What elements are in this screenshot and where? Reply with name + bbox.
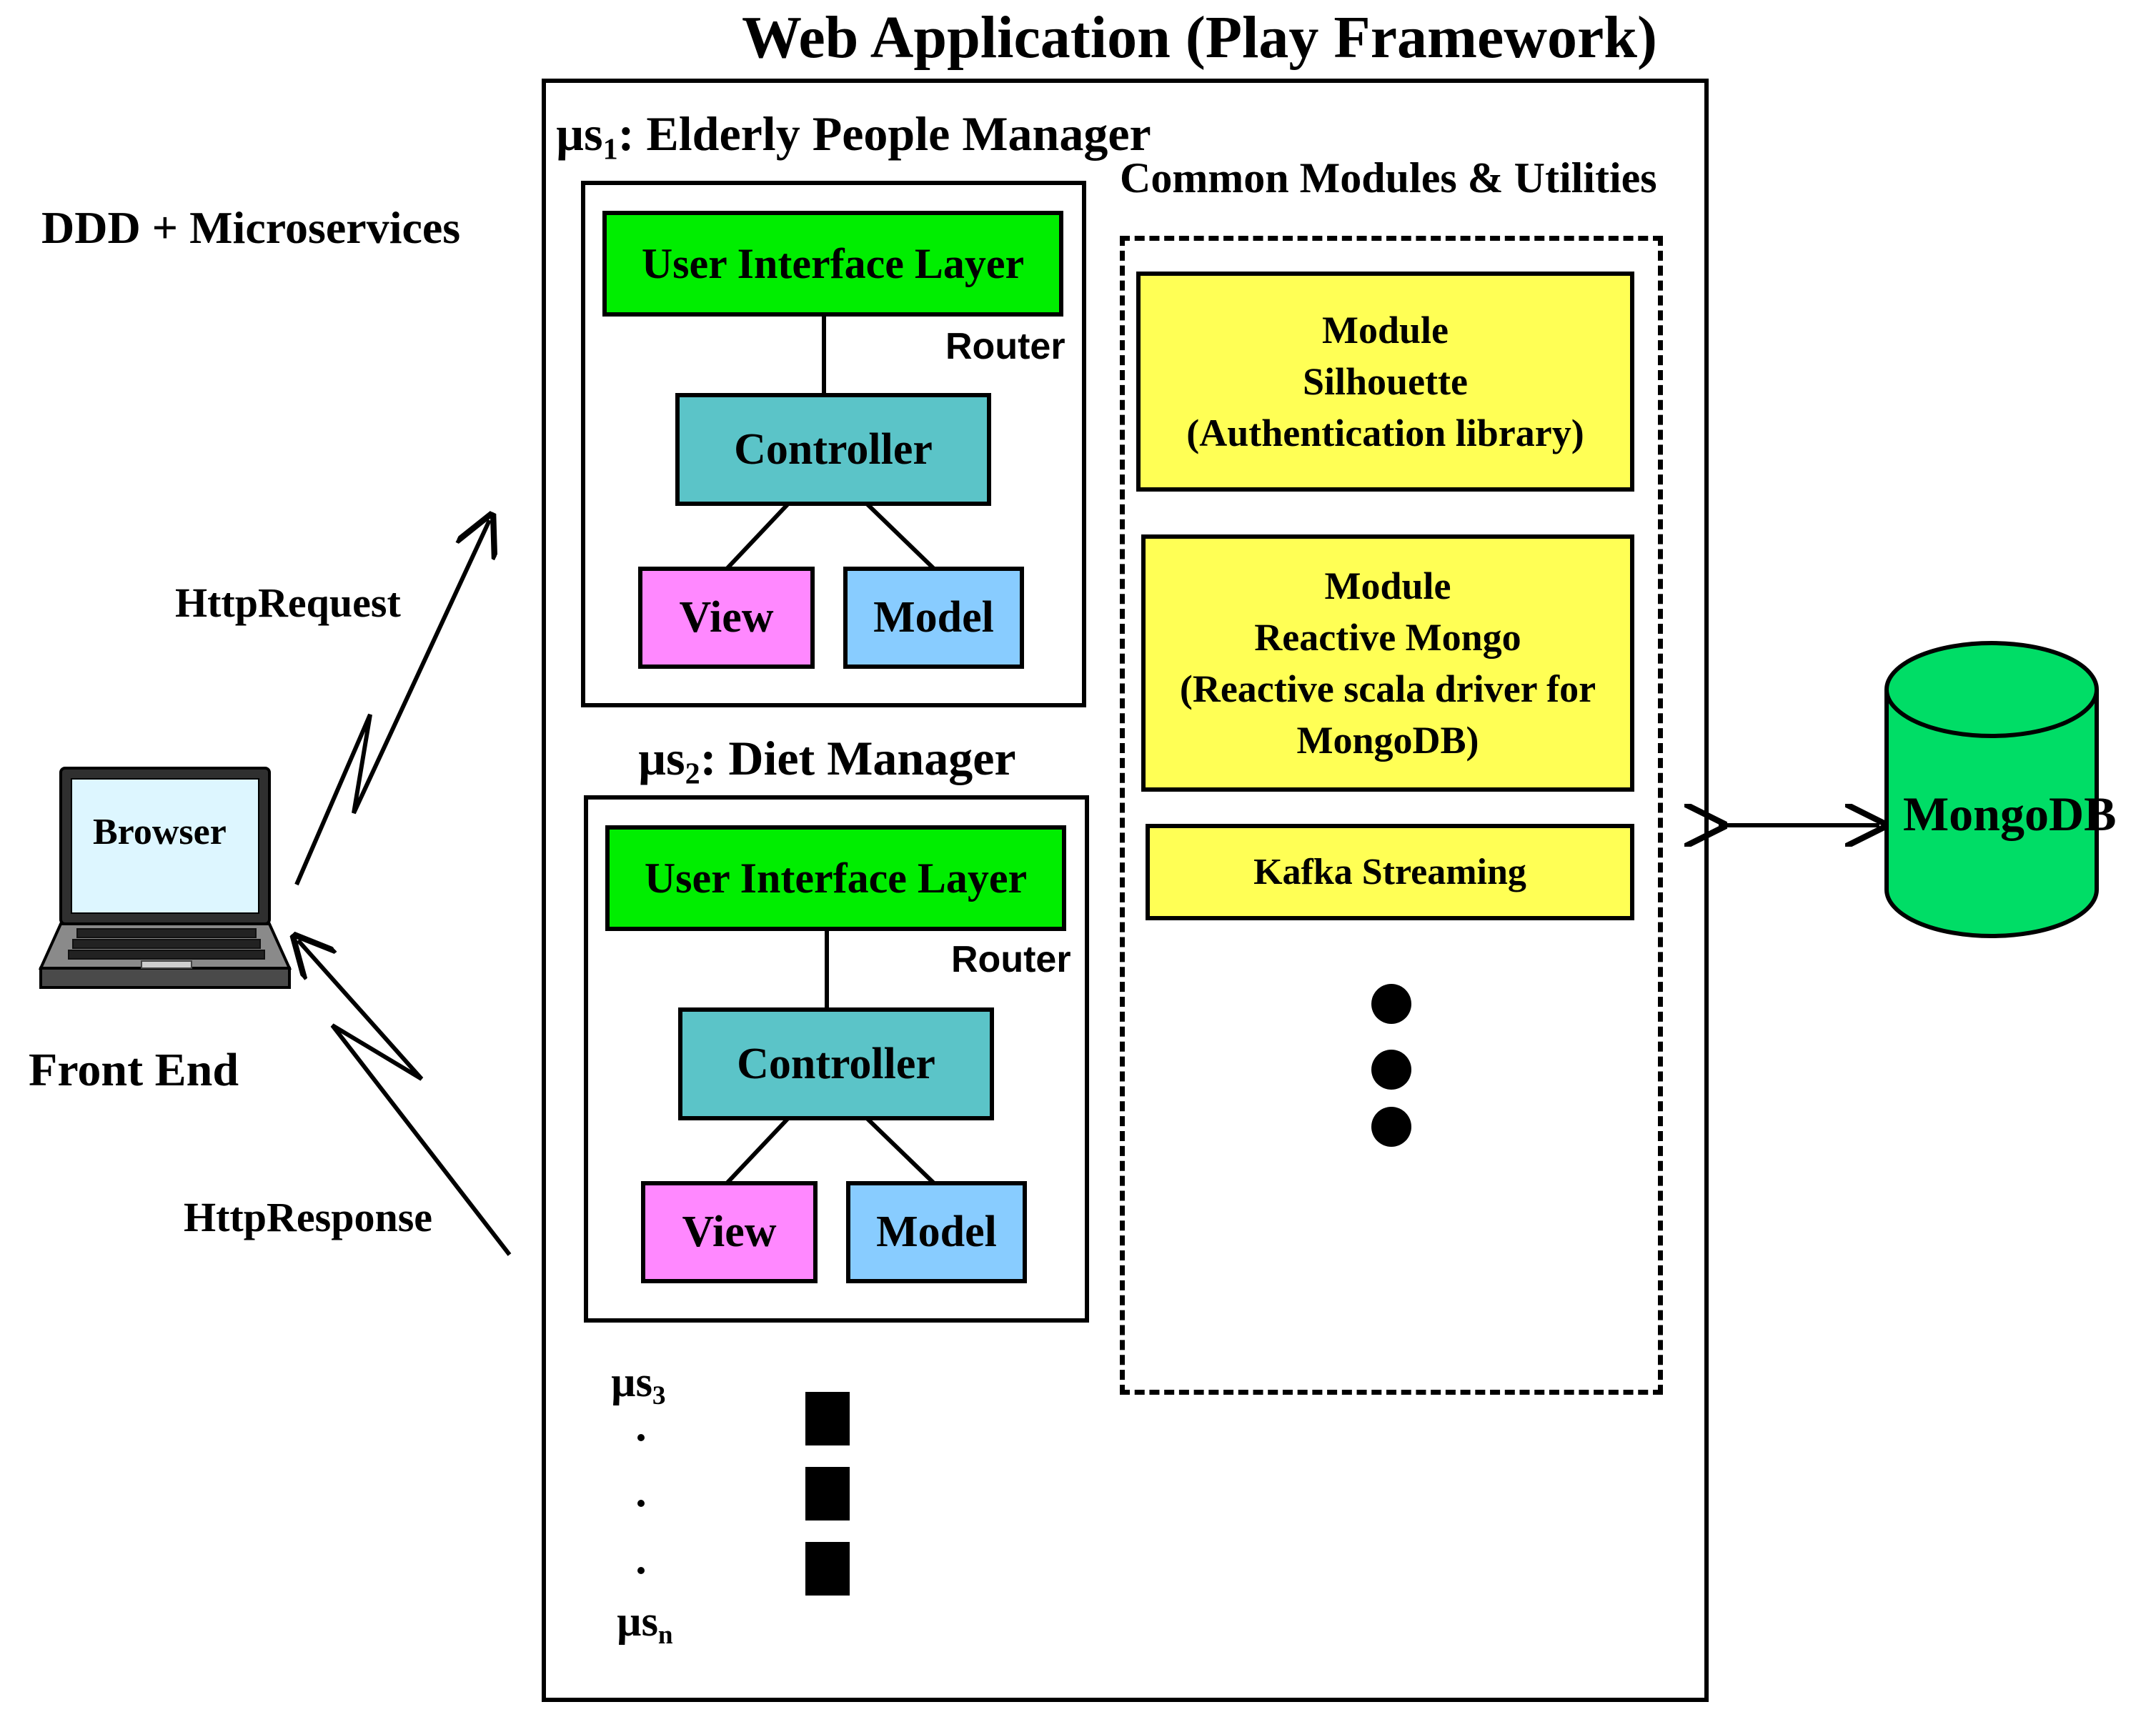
page-title: Web Application (Play Framework) (742, 4, 1657, 71)
silhouette-line-3: (Authentication library) (1186, 412, 1584, 454)
laptop-icon (38, 767, 292, 989)
ms1-controller-box: Controller (675, 393, 991, 506)
common-modules-title: Common Modules & Utilities (1120, 154, 1657, 201)
ms1-ui-layer-box: User Interface Layer (602, 211, 1063, 317)
mongodb-label: MongoDB (1903, 787, 2117, 841)
list-dot (637, 1500, 645, 1507)
http-request-arrow (294, 520, 490, 886)
laptop-keyboard (68, 928, 265, 960)
ms2-controller-view-line (725, 1116, 790, 1185)
ms-placeholder-square (805, 1542, 850, 1596)
ms2-title: µs2: Diet Manager (638, 730, 1016, 792)
ms-placeholder-square (805, 1467, 850, 1521)
common-modules-container (1120, 236, 1663, 1395)
ms2-ui-layer-box: User Interface Layer (605, 825, 1066, 931)
http-request-label: HttpRequest (175, 579, 401, 626)
ellipsis-dot (1371, 984, 1411, 1024)
reactive-mongo-line-1: Module (1324, 564, 1451, 607)
ms1-view-box: View (638, 567, 815, 669)
ms1-router-label: Router (945, 326, 1065, 367)
silhouette-module-box: Module Silhouette (Authentication librar… (1136, 272, 1634, 492)
ellipsis-dot (1371, 1050, 1411, 1090)
ms1-prefix: µs (556, 106, 603, 161)
front-end-label: Front End (29, 1044, 239, 1096)
msn-label: µsn (617, 1598, 673, 1651)
ms1-index: 1 (602, 132, 618, 166)
silhouette-line-2: Silhouette (1302, 360, 1468, 403)
ms2-index: 2 (685, 757, 700, 791)
http-response-arrow (298, 940, 512, 1256)
ms2-controller-model-line (865, 1116, 935, 1185)
reactive-mongo-line-2: Reactive Mongo (1254, 616, 1521, 659)
ms2-prefix: µs (638, 731, 685, 785)
ms3-label: µs3 (611, 1358, 666, 1411)
ms1-name: : Elderly People Manager (617, 106, 1151, 161)
ms2-container (584, 795, 1089, 1323)
ms2-router-label: Router (951, 939, 1071, 980)
ms2-name: : Diet Manager (700, 731, 1016, 785)
ddd-label: DDD + Microservices (41, 202, 461, 253)
mongodb-cylinder (1884, 641, 2099, 938)
ms1-container (581, 181, 1086, 707)
ms1-title: µs1: Elderly People Manager (556, 106, 1151, 167)
ms1-controller-model-line (865, 502, 935, 570)
web-application-container (542, 79, 1709, 1702)
kafka-streaming-box: Kafka Streaming (1146, 824, 1634, 920)
ms-placeholder-square (805, 1392, 850, 1445)
ms2-model-box: Model (846, 1181, 1027, 1283)
browser-label: Browser (93, 812, 227, 852)
silhouette-line-1: Module (1321, 309, 1449, 352)
http-response-label: HttpResponse (184, 1194, 433, 1240)
reactive-mongo-module-box: Module Reactive Mongo (Reactive scala dr… (1141, 534, 1634, 792)
ms2-view-box: View (641, 1181, 818, 1283)
ms1-model-box: Model (843, 567, 1024, 669)
reactive-mongo-line-3: (Reactive scala driver for (1179, 667, 1596, 710)
ms2-controller-box: Controller (678, 1007, 994, 1120)
ms1-controller-view-line (725, 502, 790, 570)
list-dot (637, 1434, 645, 1441)
reactive-mongo-line-4: MongoDB) (1296, 719, 1479, 762)
list-dot (637, 1567, 645, 1574)
ellipsis-dot (1371, 1107, 1411, 1147)
